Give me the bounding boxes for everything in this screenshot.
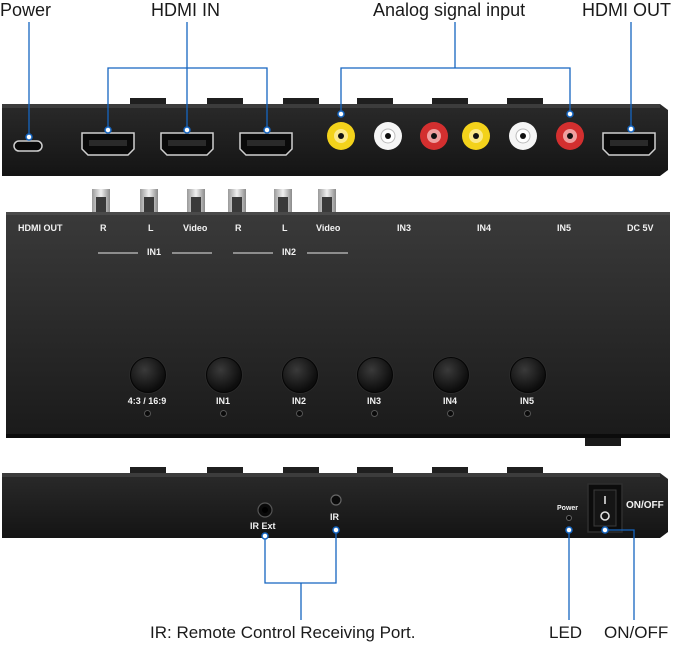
label-in1-l: L (148, 223, 154, 233)
usb-c-power-port (13, 140, 43, 152)
hdmi-in-port-1 (81, 132, 135, 156)
hdmi-out-callout: HDMI OUT (582, 0, 671, 20)
label-dc-5v: DC 5V (627, 223, 654, 233)
label-ir: IR (330, 512, 339, 522)
on-off-callout: ON/OFF (604, 623, 669, 642)
in4-button[interactable] (433, 357, 469, 393)
rca-jack-white-2 (509, 122, 537, 150)
aspect-ratio-button-label: 4:3 / 16:9 (127, 396, 167, 406)
hdmi-out-port (602, 132, 656, 156)
bottom-callout-lines (264, 529, 635, 620)
bottom-panel (2, 467, 668, 538)
rca-jack-yellow-2 (462, 122, 490, 150)
top-panel (2, 98, 668, 176)
status-led-in3 (371, 410, 378, 417)
analog-signal-input-callout: Analog signal input (373, 0, 526, 20)
rca-protrusions (92, 189, 336, 213)
power-callout: Power (0, 0, 52, 20)
in3-button-label: IN3 (366, 396, 382, 406)
label-hdmi-out: HDMI OUT (18, 223, 63, 233)
bottom-callout-dots (261, 526, 609, 540)
label-on-off-switch: ON/OFF (626, 500, 664, 511)
label-in1-video: Video (183, 223, 208, 233)
middle-panel (6, 189, 670, 446)
rca-jack-red-1 (420, 122, 448, 150)
label-ir-ext: IR Ext (250, 521, 276, 531)
label-in2-video: Video (316, 223, 341, 233)
label-in2-l: L (282, 223, 288, 233)
ir-receiver (330, 494, 342, 506)
top-callout-dots (25, 110, 635, 141)
in2-button-label: IN2 (291, 396, 307, 406)
status-led-in5 (524, 410, 531, 417)
in1-button-label: IN1 (215, 396, 231, 406)
label-in1-r: R (100, 223, 107, 233)
label-in5: IN5 (557, 223, 572, 233)
in5-button-label: IN5 (519, 396, 535, 406)
group-label-in2: IN2 (282, 247, 297, 257)
top-callout-lines (28, 22, 632, 134)
aspect-ratio-button[interactable] (130, 357, 166, 393)
status-led-in1 (220, 410, 227, 417)
hdmi-in-port-2 (160, 132, 214, 156)
label-in4: IN4 (477, 223, 492, 233)
rca-jack-white-1 (374, 122, 402, 150)
hdmi-in-callout: HDMI IN (151, 0, 220, 20)
label-power-led: Power (557, 505, 579, 512)
ir-port-callout: IR: Remote Control Receiving Port. (150, 623, 416, 642)
hdmi-in-port-3 (239, 132, 293, 156)
status-led-in2 (296, 410, 303, 417)
rca-jack-yellow-1 (327, 122, 355, 150)
in1-button[interactable] (206, 357, 242, 393)
in4-button-label: IN4 (442, 396, 458, 406)
in3-button[interactable] (357, 357, 393, 393)
in5-button[interactable] (510, 357, 546, 393)
power-led (566, 515, 572, 521)
rca-jack-red-2 (556, 122, 584, 150)
group-label-in1: IN1 (147, 247, 162, 257)
label-in3: IN3 (397, 223, 412, 233)
led-callout: LED (549, 623, 583, 642)
label-in2-r: R (235, 223, 242, 233)
status-led-aspect (144, 410, 151, 417)
in2-button[interactable] (282, 357, 318, 393)
ir-ext-jack (257, 502, 273, 518)
status-led-in4 (447, 410, 454, 417)
rocker-switch (587, 483, 623, 533)
